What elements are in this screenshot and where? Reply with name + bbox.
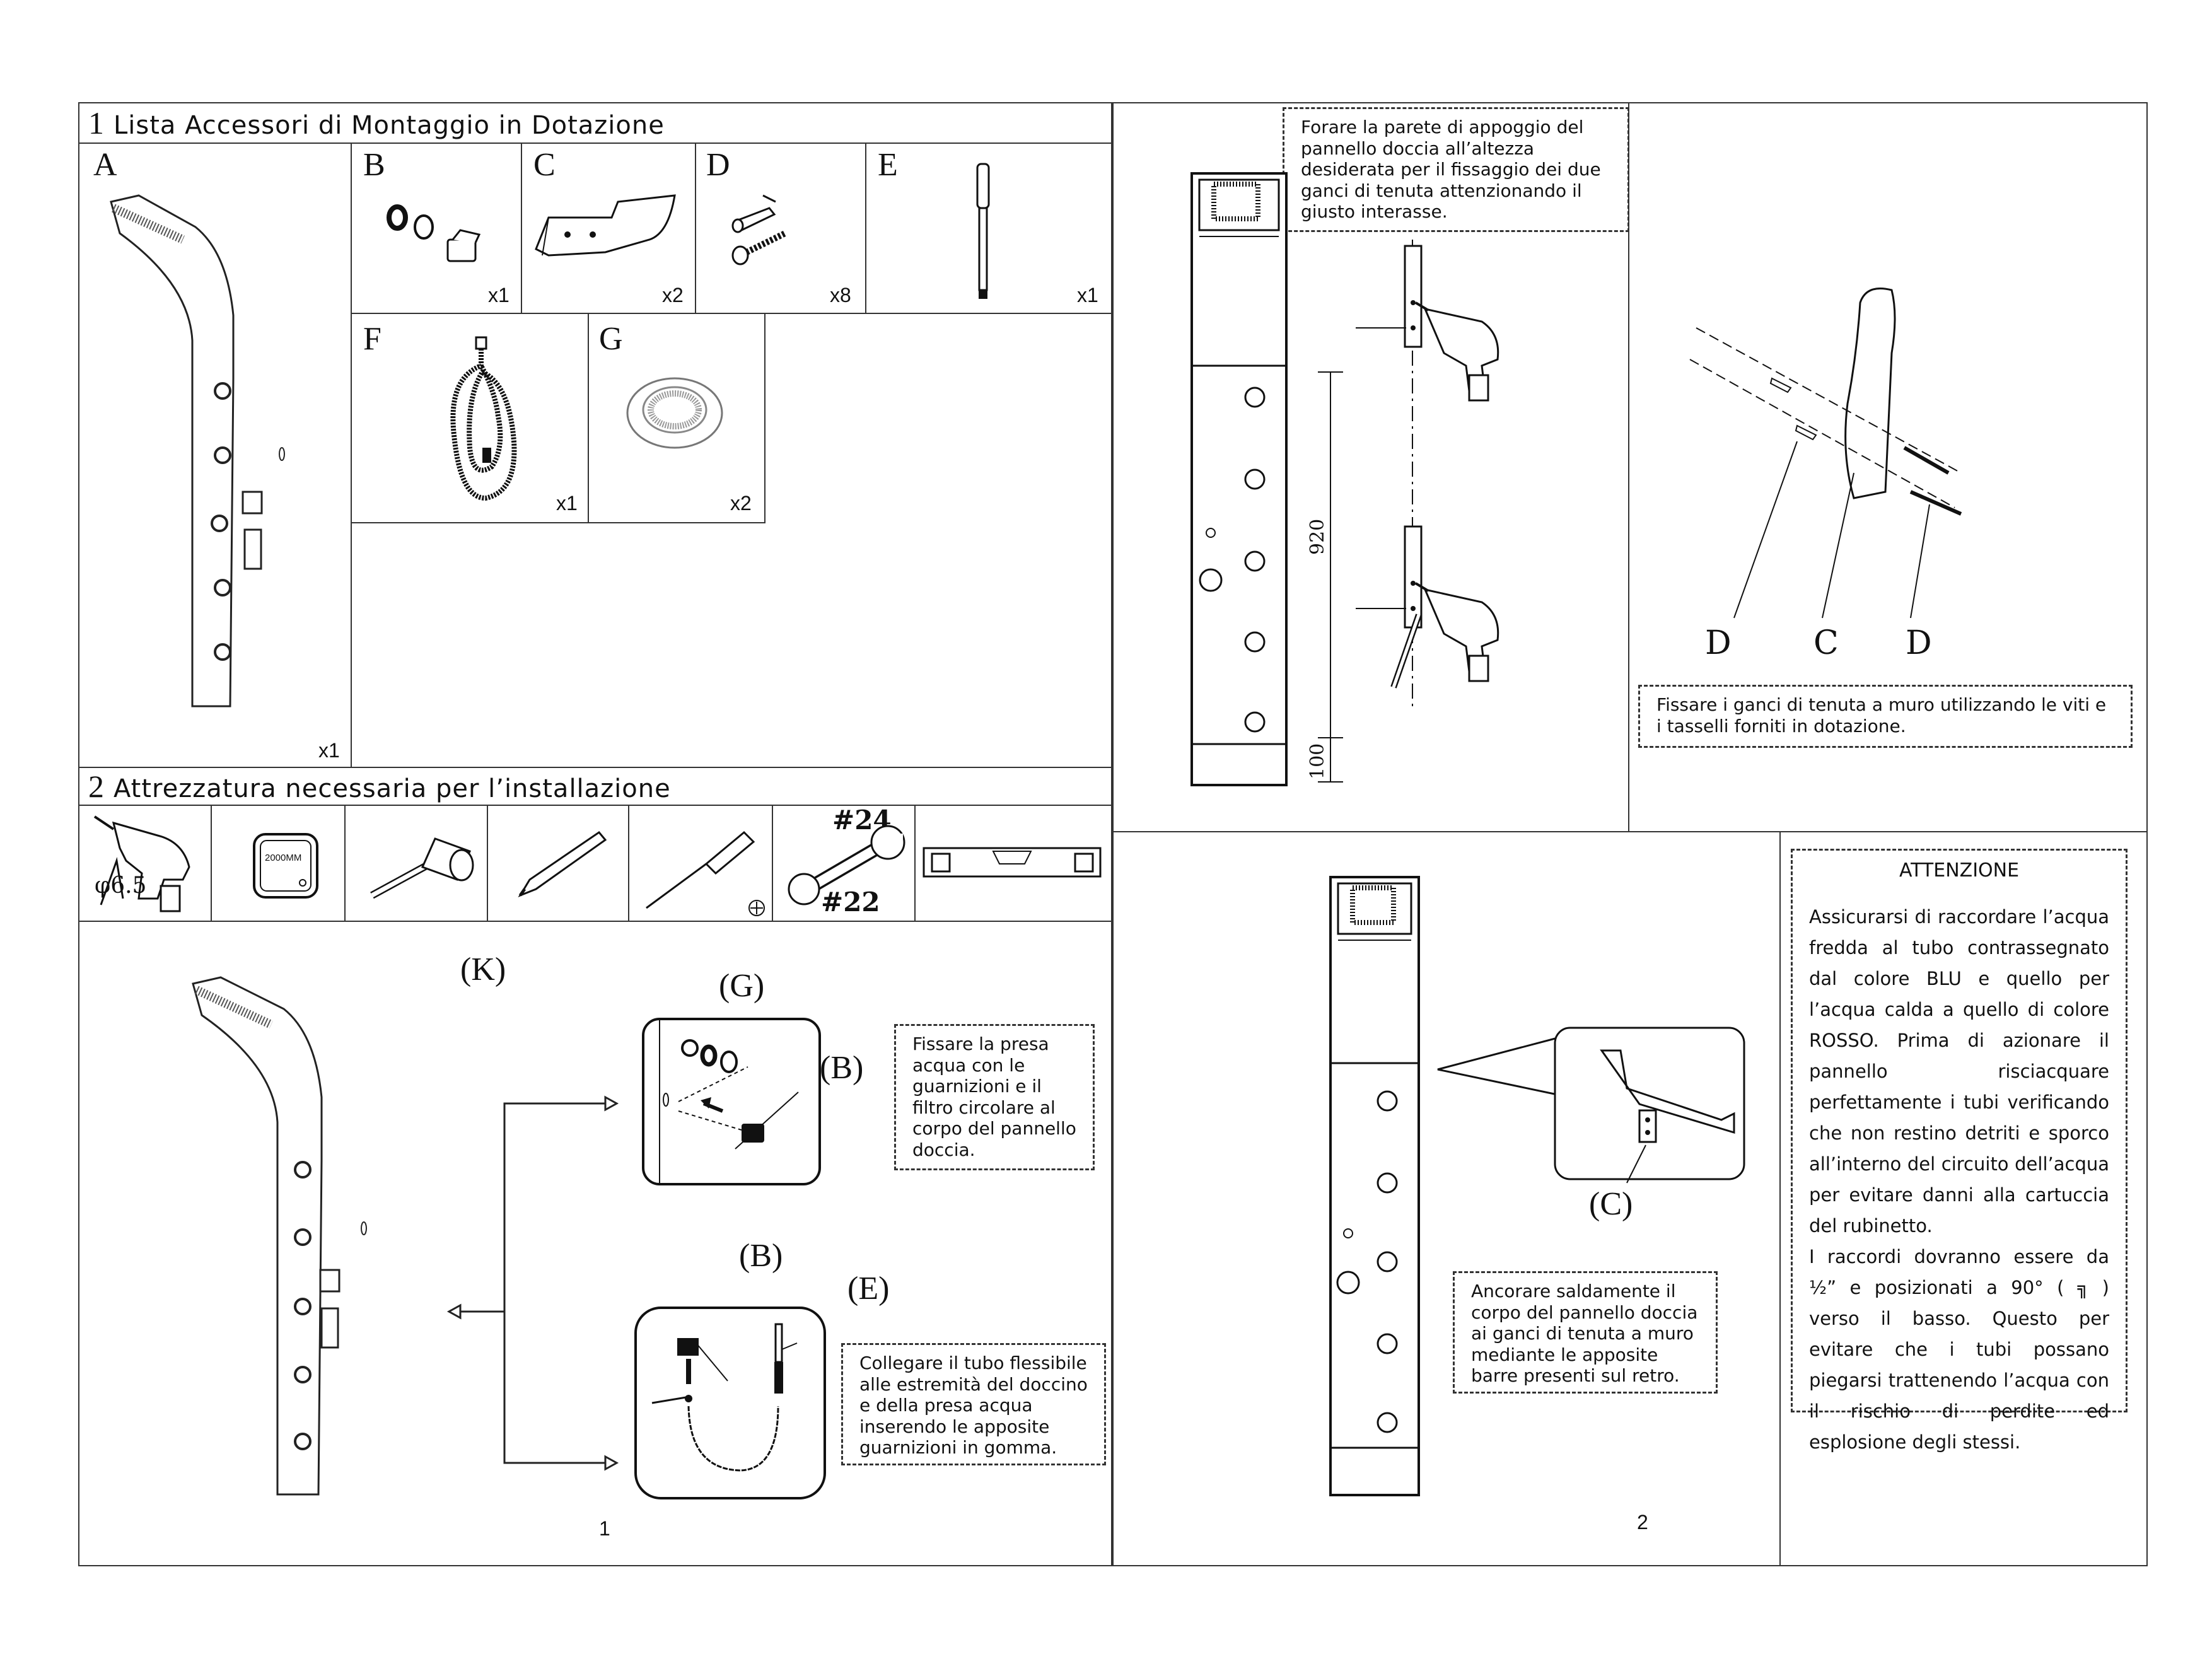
callout-k: (K) bbox=[460, 952, 506, 987]
attention-title: ATTENZIONE bbox=[1899, 859, 2020, 882]
accessory-grid-v5 bbox=[588, 313, 589, 523]
accessory-grid-v3 bbox=[695, 143, 696, 314]
dimension-920: 920 bbox=[1307, 518, 1329, 555]
note-fix-hooks: Fissare i ganci di tenuta a muro utilizz… bbox=[1638, 685, 2133, 748]
flexible-hose-icon bbox=[450, 336, 517, 501]
accessory-letter-a: A bbox=[93, 147, 117, 183]
drill-icon bbox=[93, 815, 190, 912]
tools-row-bottom bbox=[78, 921, 1112, 922]
page-number-2: 2 bbox=[1637, 1511, 1648, 1534]
label-d-left: D bbox=[1705, 624, 1732, 662]
attention-body-2: I raccordi dovranno essere da ½” e posiz… bbox=[1809, 1246, 2109, 1453]
tools-grid-v1 bbox=[211, 805, 212, 922]
accessory-grid-v1 bbox=[351, 143, 352, 768]
accessory-letter-e: E bbox=[878, 147, 898, 183]
section-1-number: 1 bbox=[88, 105, 105, 141]
section-2-number: 2 bbox=[88, 769, 105, 804]
page-2-divider-h bbox=[1112, 831, 2148, 832]
note-connect-hose: Collegare il tubo flessibile alle estrem… bbox=[841, 1343, 1106, 1465]
dimension-lines bbox=[1318, 371, 1343, 783]
page-2-divider-v-bottom bbox=[1779, 831, 1781, 1566]
tools-grid-v3 bbox=[487, 805, 488, 922]
circular-filter-icon bbox=[626, 377, 723, 449]
callout-c: (C) bbox=[1589, 1186, 1633, 1222]
note-fix-outlet: Fissare la presa acqua con le guarnizion… bbox=[894, 1024, 1095, 1170]
connection-arrows bbox=[446, 1095, 619, 1471]
accessory-qty-e: x1 bbox=[1077, 284, 1098, 306]
section-1-divider bbox=[78, 143, 1112, 144]
spirit-level-icon bbox=[923, 847, 1102, 878]
mallet-icon bbox=[370, 837, 474, 899]
screws-and-anchors-icon bbox=[731, 194, 787, 265]
tools-grid-v5 bbox=[772, 805, 773, 922]
tape-measure-icon bbox=[253, 833, 318, 899]
note-drill-wall: Forare la parete di appoggio del pannell… bbox=[1283, 107, 1629, 232]
accessory-grid-h1 bbox=[351, 313, 1112, 314]
accessory-qty-d: x8 bbox=[830, 284, 851, 306]
shower-panel-illustration-a bbox=[110, 194, 285, 707]
accessory-letter-c: C bbox=[533, 147, 556, 183]
shower-panel-illustration-main bbox=[192, 976, 367, 1496]
tools-grid-v2 bbox=[344, 805, 346, 922]
hand-shower-icon bbox=[976, 163, 990, 299]
accessory-qty-g: x2 bbox=[730, 492, 752, 515]
screwdriver-icon bbox=[646, 830, 765, 916]
drill-size-label: φ6.5 bbox=[95, 873, 147, 899]
accessory-grid-v6 bbox=[764, 313, 765, 523]
page-2 bbox=[1112, 102, 2148, 1566]
label-d-right: D bbox=[1906, 624, 1932, 662]
tape-measure-label: 2000MM bbox=[265, 853, 302, 863]
page-number-1: 1 bbox=[599, 1517, 610, 1540]
wall-hook-bracket-icon bbox=[535, 194, 676, 257]
section-2-divider-top bbox=[78, 767, 1112, 768]
page-2-divider-v-top bbox=[1628, 102, 1629, 832]
section-1-title: Lista Accessori di Montaggio in Dotazion… bbox=[114, 111, 665, 140]
panel-front-view-drill bbox=[1190, 172, 1288, 786]
panel-front-view-anchor bbox=[1329, 876, 1420, 1496]
hose-connection-illustration bbox=[634, 1307, 826, 1499]
wrench-icon bbox=[788, 825, 905, 905]
drilling-diagram bbox=[1356, 240, 1499, 706]
accessory-grid-v4 bbox=[865, 143, 866, 314]
bracket-callout-detail bbox=[1437, 1027, 1745, 1184]
section-2-heading: 2 Attrezzatura necessaria per l’installaz… bbox=[88, 768, 671, 805]
label-c: C bbox=[1813, 624, 1839, 662]
wrench-size-bottom: #22 bbox=[821, 887, 880, 917]
accessory-letter-g: G bbox=[599, 321, 623, 357]
accessory-letter-b: B bbox=[363, 147, 385, 183]
accessory-letter-d: D bbox=[706, 147, 730, 183]
accessory-letter-f: F bbox=[363, 321, 381, 357]
dimension-100: 100 bbox=[1307, 743, 1329, 779]
attention-box: ATTENZIONE Assicurarsi di raccordare l’a… bbox=[1791, 849, 2128, 1453]
callout-b-bottom: (B) bbox=[739, 1238, 783, 1274]
accessory-grid-v2 bbox=[521, 143, 522, 314]
accessory-qty-f: x1 bbox=[556, 492, 578, 515]
water-outlet-kit-icon bbox=[387, 204, 481, 262]
accessory-qty-a: x1 bbox=[318, 739, 340, 762]
section-1-heading: 1 Lista Accessori di Montaggio in Dotazio… bbox=[88, 105, 665, 141]
accessory-grid-h2 bbox=[351, 522, 765, 523]
accessory-qty-c: x2 bbox=[662, 284, 684, 306]
tools-grid-v6 bbox=[914, 805, 916, 922]
hooks-assembly-diagram bbox=[1689, 288, 1962, 619]
tools-row-top bbox=[78, 805, 1112, 806]
callout-b-top: (B) bbox=[820, 1050, 864, 1086]
section-2-title: Attrezzatura necessaria per l’installazi… bbox=[114, 774, 671, 803]
pencil-icon bbox=[518, 830, 607, 898]
accessory-qty-b: x1 bbox=[488, 284, 509, 306]
tools-grid-v4 bbox=[628, 805, 629, 922]
callout-g: (G) bbox=[719, 968, 765, 1004]
note-anchor-panel: Ancorare saldamente il corpo del pannell… bbox=[1453, 1271, 1718, 1394]
callout-e: (E) bbox=[847, 1271, 890, 1307]
outlet-detail-illustration bbox=[642, 1018, 821, 1185]
page-1 bbox=[78, 102, 1112, 1566]
attention-body: Assicurarsi di raccordare l’acqua fredda… bbox=[1809, 906, 2109, 1237]
